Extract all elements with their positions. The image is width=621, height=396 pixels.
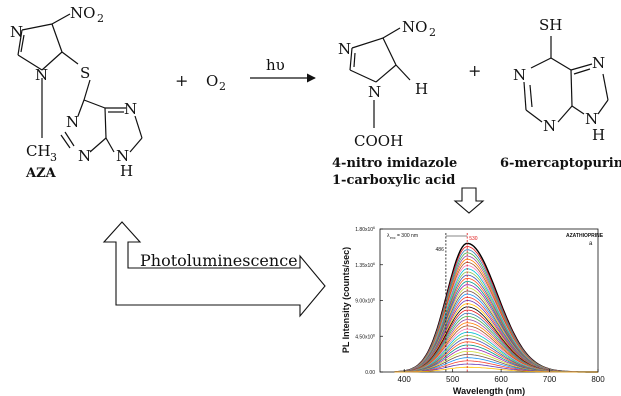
x-tick-label: 500 [446,375,460,384]
excitation-value: = 300 nm [397,233,418,239]
atom-n: N [78,147,91,165]
peak-marker-label: 530 [469,236,478,242]
atom-no2: NO [402,18,427,36]
product1-label-line2: 1-carboxylic acid [332,173,455,188]
photoluminescence-arrow-icon [102,221,326,318]
y-ticks: 0.00 4.50x106 9.00x106 1.35x106 1.80x106 [355,226,383,376]
x-tick-label: 800 [591,375,605,384]
atom-n: N [10,23,23,41]
photoluminescence-label: Photoluminescence [140,251,298,270]
y-tick-label: 1.35x106 [355,262,375,269]
y-axis-label: PL Intensity (counts/sec) [341,247,351,353]
oxygen-sub: 2 [219,80,226,93]
product1-label-line1: 4-nitro imidazole [332,156,457,171]
peak-markers: 486 530 [436,233,478,372]
atom-h: H [415,80,428,98]
excitation-subscript: exc [390,236,396,240]
atom-n: N [338,40,351,58]
plus-sign: + [175,71,188,90]
down-arrow-icon [453,187,485,214]
atom-n: N [116,147,129,165]
atom-cooh: COOH [354,132,403,150]
atom-n: N [368,83,381,101]
spectrum-curve [394,366,598,373]
x-tick-label: 600 [494,375,508,384]
panel-letter: a [589,241,593,247]
nitroimidazole-atom-labels: N NO 2 H N COOH [338,18,436,150]
atom-h: H [592,126,605,144]
y-tick-label: 9.00x106 [355,298,375,305]
x-axis-label: Wavelength (nm) [453,386,525,396]
nitroimidazole-structure [349,27,411,128]
mercaptopurine-atom-labels: SH N N N N H [513,16,605,144]
aza-label: AZA [25,166,57,181]
aza-atom-labels: N NO 2 N S CH 3 N N N N H [10,4,137,180]
atom-n: N [592,54,605,72]
spectrum-curves [394,242,598,373]
y-tick-label: 0.00 [365,370,375,376]
y-tick-label: 4.50x106 [355,333,375,340]
atom-n: N [35,66,48,84]
plus-sign: + [468,61,481,80]
product2-label: 6-mercaptopurine [500,156,621,171]
aza-structure [17,13,143,153]
y-tick-label: 1.80x106 [355,226,375,233]
excitation-lambda: λ [387,233,390,239]
hv-condition: hυ [266,56,285,74]
atom-n: N [124,100,137,118]
x-tick-label: 400 [398,375,412,384]
atom-no2-sub: 2 [429,26,436,39]
atom-no2: NO [70,4,95,22]
peak-marker-label: 486 [436,247,445,253]
mercaptopurine-structure [523,36,609,123]
atom-ch3-sub: 3 [50,151,57,164]
atom-n: N [585,110,598,128]
atom-n: N [543,117,556,135]
x-ticks: 400 500 600 700 800 [398,369,605,384]
atom-s: S [80,64,90,82]
atom-ch3: CH [26,142,51,160]
oxygen-formula: O [206,72,218,90]
atom-n: N [66,113,79,131]
atom-no2-sub: 2 [97,12,104,25]
chart-title: AZATHIOPRINE [566,233,604,239]
atom-h: H [120,162,133,180]
atom-n: N [513,66,526,84]
pl-spectrum-chart: 486 530 400 500 600 700 800 0.00 4.50x106 9.00x… [341,226,605,396]
atom-sh: SH [539,16,562,34]
x-tick-label: 700 [543,375,557,384]
